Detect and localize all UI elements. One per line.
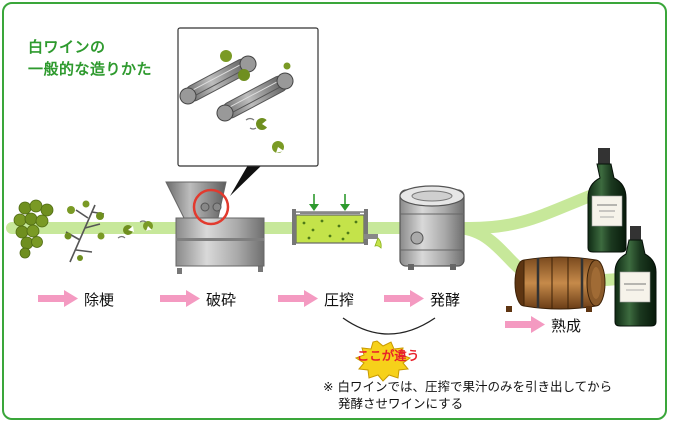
difference-badge-text: ここが違う (356, 348, 420, 363)
crusher-zoom-callout (177, 27, 319, 196)
grape-cluster-icon (13, 199, 54, 259)
highlight-ring (192, 188, 230, 226)
step-arrow-icon (278, 290, 318, 307)
step-arrow-icon (160, 290, 200, 307)
step-arrow-icon (38, 290, 78, 307)
diagram-title-line2: 一般的な造りかた (28, 60, 153, 78)
press-down-arrow-icon (309, 194, 350, 211)
crusher-roller-icon (179, 55, 294, 122)
fermentation-tank-icon (399, 185, 465, 270)
step-label-fermentation: 発酵 (430, 291, 461, 309)
note-line1: ※ 白ワインでは、圧搾で果汁のみを引き出してから (323, 379, 613, 394)
press-tank-icon (292, 194, 382, 249)
crusher-machine-icon (165, 181, 265, 274)
wine-barrel-icon (506, 256, 606, 312)
step-label-aging: 熟成 (551, 317, 582, 335)
step-arrow-icon (384, 290, 424, 307)
step-label-destemming: 除梗 (84, 291, 115, 309)
step-arrows (38, 290, 545, 333)
pressing-fermenting-bracket (342, 317, 436, 335)
aged-wine-bottle-icon (614, 226, 657, 327)
wine-bottle-icon (587, 148, 627, 253)
note-line2: 発酵させワインにする (338, 396, 464, 411)
step-label-crushing: 破砕 (206, 291, 237, 309)
crushed-grape-icon (117, 220, 153, 239)
step-label-pressing: 圧搾 (324, 291, 355, 309)
difference-badge-burst (354, 340, 412, 382)
step-arrow-icon (505, 316, 545, 333)
grape-stem-icon (64, 200, 105, 263)
diagram-title-line1: 白ワインの (28, 38, 106, 56)
